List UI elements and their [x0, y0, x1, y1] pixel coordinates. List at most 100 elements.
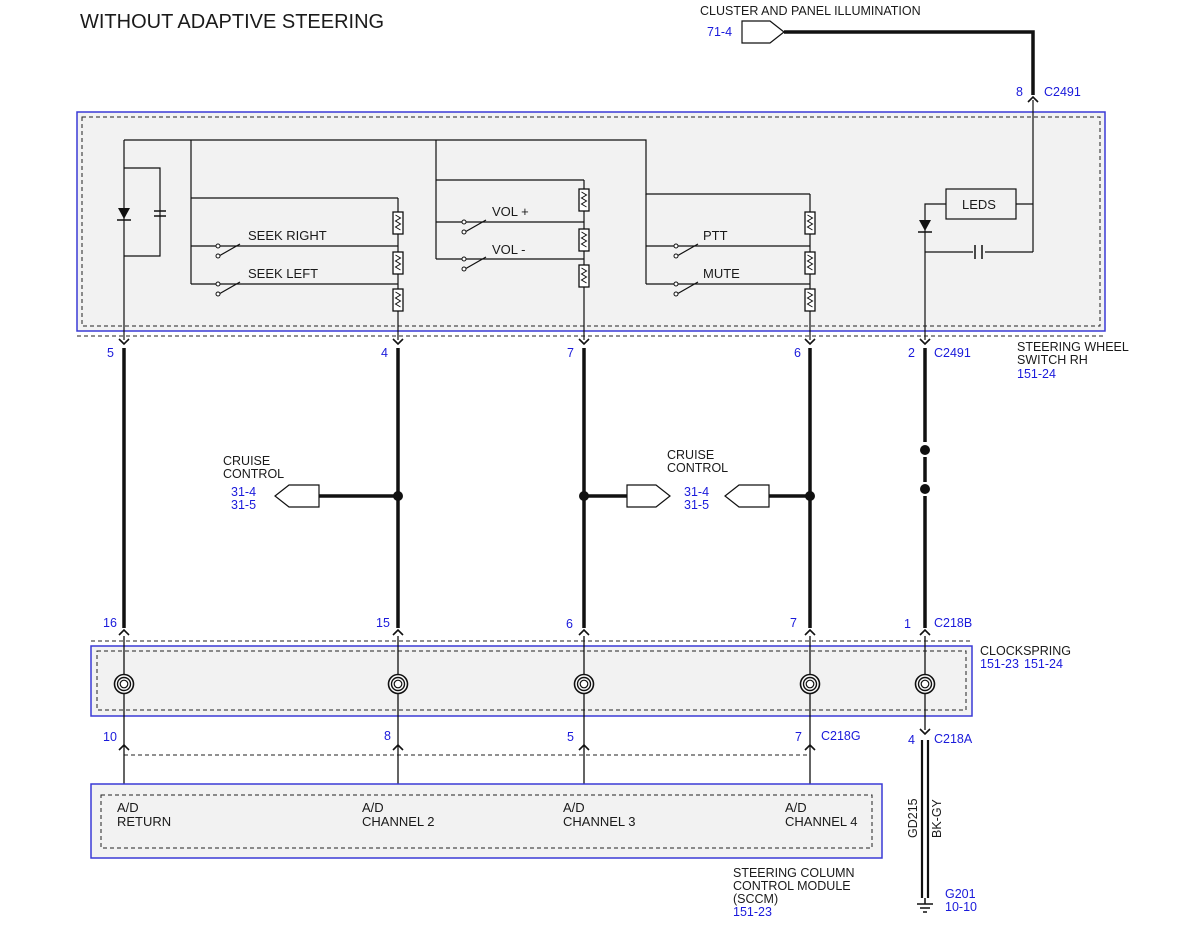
c2491-pin-4: 4 — [381, 346, 388, 360]
sccm-name-line1: STEERING COLUMN — [733, 866, 855, 880]
illumination-pin: 8 — [1016, 85, 1023, 99]
c218g-pins: 10 8 5 7 C218G 4 C218A — [103, 728, 973, 756]
c2491-pins: 5 4 7 6 2 C2491 — [107, 338, 971, 360]
vol-up-label: VOL + — [492, 204, 529, 219]
c218b-pin-6: 6 — [566, 617, 573, 631]
sccm-input-ch2-line1: A/D — [362, 800, 384, 815]
illumination-wire — [784, 30, 1035, 95]
clockspring-outline — [90, 645, 973, 717]
sccm-inner-outline — [100, 794, 873, 849]
sccm-input-return-line1: A/D — [117, 800, 139, 815]
sccm-module: A/D RETURN A/D CHANNEL 2 A/D CHANNEL 3 A… — [90, 750, 883, 919]
cruise-control-left: CRUISE CONTROL 31-4 31-5 — [223, 454, 403, 512]
clockspring: CLOCKSPRING 151-23 151-24 — [90, 636, 1071, 750]
cruise-mid-label-line2: CONTROL — [667, 461, 728, 475]
ground-color-code: BK-GY — [930, 798, 944, 838]
c218a-connector-label: C218A — [934, 732, 973, 746]
cruise-left-connector-icon — [274, 484, 320, 508]
ground-circuit-label: GD215 — [906, 798, 920, 838]
swsw-name-block: STEERING WHEEL SWITCH RH 151-24 — [1017, 340, 1129, 381]
swsw-outline — [76, 111, 1106, 332]
swsw-name-line1: STEERING WHEEL — [1017, 340, 1129, 354]
steering-wheel-switch: SEEK RIGHT SEEK LEFT VOL + VOL - — [76, 100, 1106, 340]
clockspring-coil-icon — [387, 673, 409, 695]
illumination-connector-icon — [741, 20, 785, 44]
clockspring-name: CLOCKSPRING — [980, 644, 1071, 658]
ground-circuit: GD215 BK-GY G201 10-10 — [906, 740, 977, 914]
diagram-title: WITHOUT ADAPTIVE STEERING — [80, 11, 384, 33]
clockspring-coil-icon — [799, 673, 821, 695]
clockspring-coil-icon — [914, 673, 936, 695]
inline-splice-icon — [920, 445, 930, 455]
c218g-pin-7: 7 — [795, 730, 802, 744]
illumination-connector: C2491 — [1044, 85, 1081, 99]
clockspring-coil-icon — [573, 673, 595, 695]
sccm-input-ch3-line2: CHANNEL 3 — [563, 814, 635, 829]
c218a-pin-4: 4 — [908, 733, 915, 747]
seek-right-switch-icon — [215, 243, 221, 249]
clockspring-ref2[interactable]: 151-24 — [1024, 657, 1063, 671]
illumination-label: CLUSTER AND PANEL ILLUMINATION — [700, 4, 921, 18]
swsw-inner-outline — [81, 116, 1101, 327]
clockspring-inner-outline — [96, 650, 967, 711]
c218b-pin-1: 1 — [904, 617, 911, 631]
ground-name: G201 — [945, 887, 976, 901]
cruise-left-ref2[interactable]: 31-5 — [231, 498, 256, 512]
led-diode-icon — [919, 220, 931, 231]
ground-ref[interactable]: 10-10 — [945, 900, 977, 914]
c218b-connector-label: C218B — [934, 616, 972, 630]
cruise-left-label-line2: CONTROL — [223, 467, 284, 481]
c2491-pin-7: 7 — [567, 346, 574, 360]
c218b-pins: 16 15 6 7 1 C218B — [103, 616, 972, 636]
swsw-name-line2: SWITCH RH — [1017, 353, 1088, 367]
harness-wires — [122, 348, 930, 628]
mute-switch-icon — [673, 281, 679, 287]
c218g-pin-5: 5 — [567, 730, 574, 744]
clockspring-ref1[interactable]: 151-23 — [980, 657, 1019, 671]
cruise-left-label-line1: CRUISE — [223, 454, 270, 468]
c218g-pin-8: 8 — [384, 729, 391, 743]
inline-splice-icon — [920, 484, 930, 494]
leds-label: LEDS — [962, 197, 996, 212]
c218g-pin-10: 10 — [103, 730, 117, 744]
c218b-pin-15: 15 — [376, 616, 390, 630]
splice-icon — [393, 491, 403, 501]
ptt-switch-icon — [673, 243, 679, 249]
sccm-ref[interactable]: 151-23 — [733, 905, 772, 919]
cruise-mid-out-connector-icon — [626, 484, 671, 508]
sccm-input-ch4-line2: CHANNEL 4 — [785, 814, 857, 829]
sccm-input-ch4-line1: A/D — [785, 800, 807, 815]
ptt-label: PTT — [703, 228, 728, 243]
vol-down-label: VOL - — [492, 242, 525, 257]
splice-icon — [805, 491, 815, 501]
seek-right-label: SEEK RIGHT — [248, 228, 327, 243]
vol-up-switch-icon — [461, 219, 467, 225]
c2491-pin-2: 2 — [908, 346, 915, 360]
swsw-ref[interactable]: 151-24 — [1017, 367, 1056, 381]
sccm-input-ch2-line2: CHANNEL 2 — [362, 814, 434, 829]
diode-icon — [118, 208, 130, 219]
c2491-pin-6: 6 — [794, 346, 801, 360]
c2491-connector-label: C2491 — [934, 346, 971, 360]
illumination-ref[interactable]: 71-4 — [707, 25, 732, 39]
illumination-feed: CLUSTER AND PANEL ILLUMINATION 71-4 8 C2… — [700, 4, 1081, 103]
sccm-input-ch3-line1: A/D — [563, 800, 585, 815]
c218g-connector-label: C218G — [821, 729, 861, 743]
cruise-mid-ref2[interactable]: 31-5 — [684, 498, 709, 512]
mute-label: MUTE — [703, 266, 740, 281]
c218b-pin-16: 16 — [103, 616, 117, 630]
c218b-pin-7: 7 — [790, 616, 797, 630]
cruise-mid-ref1[interactable]: 31-4 — [684, 485, 709, 499]
cruise-control-mid: CRUISE CONTROL 31-4 31-5 — [579, 448, 815, 512]
seek-left-switch-icon — [215, 281, 221, 287]
sccm-outline — [90, 783, 883, 859]
cruise-mid-in-connector-icon — [724, 484, 770, 508]
sccm-name-line2: CONTROL MODULE — [733, 879, 851, 893]
sccm-input-return-line2: RETURN — [117, 814, 171, 829]
seek-left-label: SEEK LEFT — [248, 266, 318, 281]
c2491-pin-5: 5 — [107, 346, 114, 360]
cruise-mid-label-line1: CRUISE — [667, 448, 714, 462]
sccm-name-line3: (SCCM) — [733, 892, 778, 906]
cruise-left-ref1[interactable]: 31-4 — [231, 485, 256, 499]
